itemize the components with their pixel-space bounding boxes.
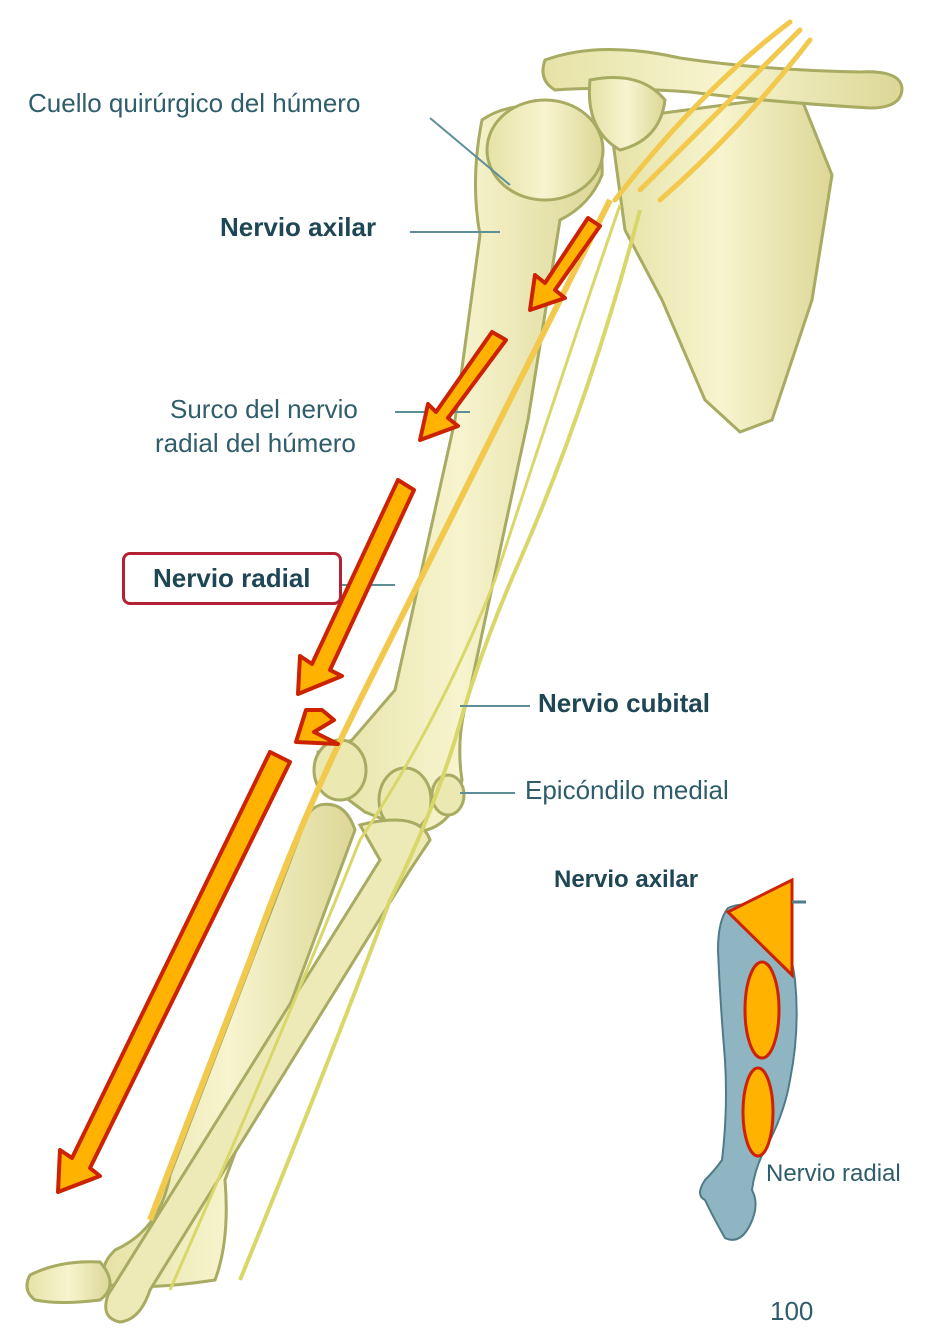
label-radial-nerve-highlighted: Nervio radial: [122, 552, 342, 606]
ulna-distal: [25, 1260, 112, 1304]
label-radial-nerve: Nervio radial: [153, 563, 311, 593]
page-number: 100: [770, 1296, 814, 1326]
arrow-5: [56, 750, 292, 1194]
label-radial-groove-2: radial del húmero: [155, 428, 356, 458]
label-inset-axillary: Nervio axilar: [554, 866, 699, 893]
radial-nerve-path: [147, 198, 613, 1222]
arrow-1: [528, 216, 602, 312]
brachial-plexus: [612, 19, 813, 203]
arrow-4: [294, 708, 340, 746]
scapula: [608, 93, 834, 434]
humeral-head: [485, 98, 605, 202]
inset-arm-diagram: [699, 877, 806, 1241]
inset-triangle-axillary: [725, 877, 794, 979]
capitulum: [312, 738, 368, 802]
label-inset-radial: Nervio radial: [766, 1160, 901, 1187]
nerve-path-arrows: [56, 216, 602, 1194]
inset-oval-lower: [741, 1066, 775, 1158]
acromion: [587, 76, 667, 152]
inset-oval-upper: [743, 960, 781, 1060]
arrow-2: [418, 330, 508, 442]
label-radial-groove-1: Surco del nervio: [170, 394, 358, 424]
arrow-3: [296, 478, 416, 696]
label-ulnar-nerve: Nervio cubital: [538, 688, 710, 718]
ulna: [104, 818, 432, 1324]
label-axillary-nerve: Nervio axilar: [220, 212, 377, 242]
median-nerve-path: [168, 204, 622, 1291]
ulnar-nerve-path: [238, 209, 642, 1281]
label-surgical-neck: Cuello quirúrgico del húmero: [28, 88, 361, 118]
label-medial-epicondyle: Epicóndilo medial: [525, 775, 729, 805]
